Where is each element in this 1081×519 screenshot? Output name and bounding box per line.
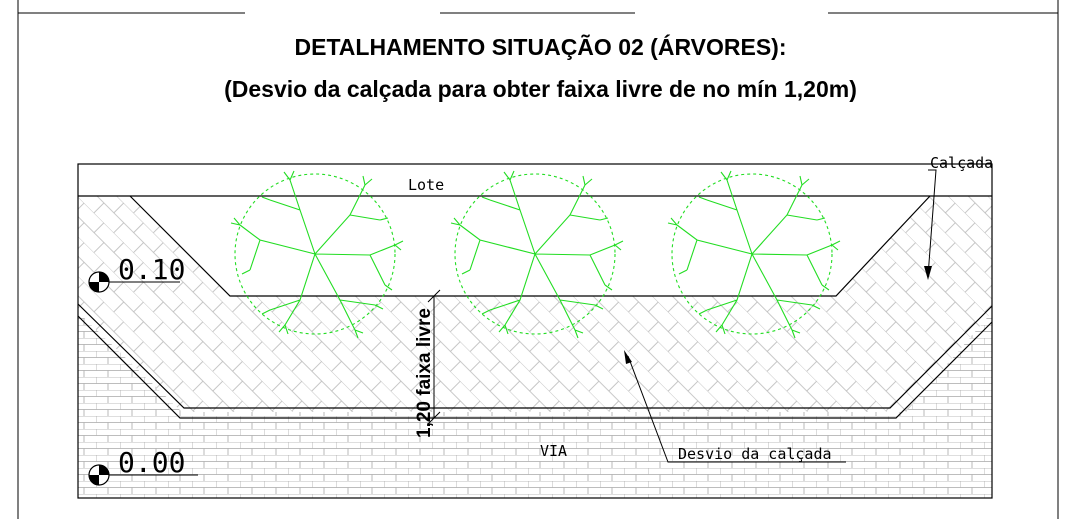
tree-symbol-icon [230, 170, 841, 339]
level-label-upper: 0.10 [118, 253, 185, 286]
drawing-title: DETALHAMENTO SITUAÇÃO 02 (ÁRVORES): [294, 34, 787, 60]
plan-outline [77, 163, 993, 499]
level-marker-icon [88, 464, 198, 486]
faixa-livre-label: 1,20 faixa livre [414, 308, 435, 438]
faixa-livre-dimension [427, 289, 441, 425]
drawing-subtitle: (Desvio da calçada para obter faixa livr… [224, 76, 857, 102]
level-label-lower: 0.00 [118, 446, 185, 479]
level-marker-icon [88, 271, 180, 293]
via-label: VIA [540, 442, 567, 460]
desvio-label: Desvio da calçada [678, 445, 832, 463]
leader-lines [627, 169, 937, 463]
tree-bay [130, 196, 930, 296]
lote-label: Lote [408, 176, 444, 194]
sheet-border [17, 0, 1059, 519]
calcada-label: Calçada [930, 154, 993, 172]
